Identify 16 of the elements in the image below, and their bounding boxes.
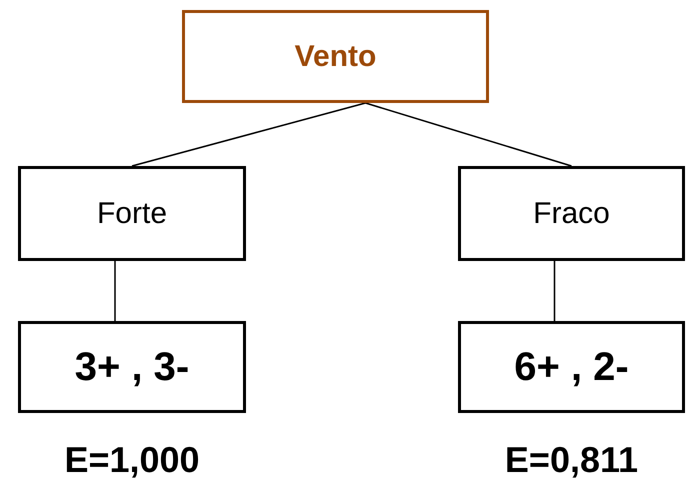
- node-label: 6+ , 2-: [514, 344, 629, 390]
- node-label: Fraco: [533, 196, 610, 230]
- tree-branch-line: [554, 261, 556, 321]
- tree-branch-line: [365, 102, 572, 167]
- node-label: 3+ , 3-: [74, 344, 190, 390]
- tree-branch-line: [114, 261, 116, 321]
- tree-branch-line: [132, 102, 366, 167]
- node-label: Vento: [294, 40, 376, 74]
- leaf-node-box: [18, 321, 246, 413]
- leaf-node-box: [458, 321, 685, 413]
- branch-node-box: [18, 166, 246, 261]
- root-node-box: [182, 10, 489, 103]
- entropy-label: E=0,811: [504, 439, 640, 481]
- entropy-label: E=1,000: [63, 439, 201, 481]
- branch-node-box: [458, 166, 685, 261]
- node-label: Forte: [96, 196, 168, 230]
